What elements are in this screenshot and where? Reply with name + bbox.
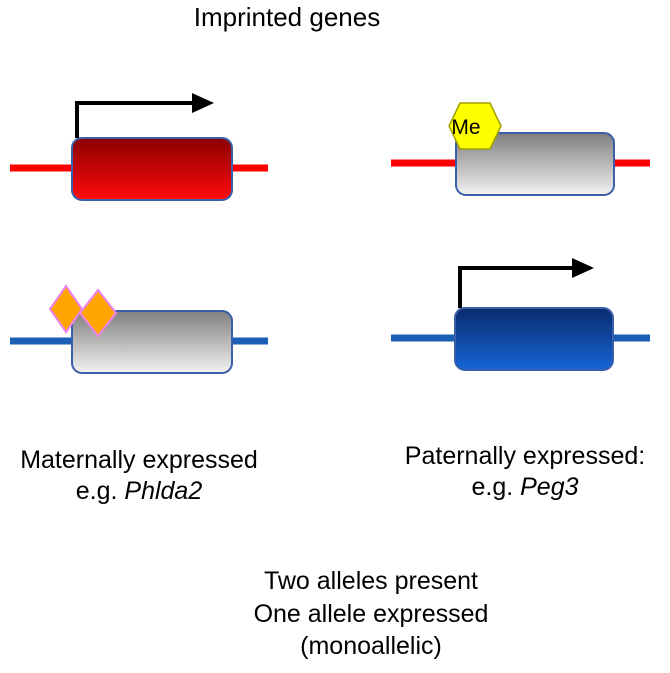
maternal-gene-name: Phlda2 [124, 476, 203, 505]
example-prefix: e.g. [471, 472, 521, 501]
summary-text: Two alleles present One allele expressed… [210, 565, 532, 663]
imprint-diamond-icon [78, 288, 118, 338]
active-gene-box [454, 307, 614, 371]
paternal-allele-silenced [10, 284, 268, 374]
transcription-arrow-head [572, 258, 594, 278]
summary-line: One allele expressed [253, 599, 489, 628]
maternal-example: e.g. Phlda2 [0, 476, 278, 507]
paternal-gene-name: Peg3 [520, 472, 579, 501]
methyl-hexagon-icon [448, 102, 502, 150]
maternal-caption: Maternally expressed e.g. Phlda2 [0, 445, 278, 506]
methyl-label: Me [451, 116, 480, 139]
silenced-gene-box [455, 132, 615, 196]
paternal-example: e.g. Peg3 [380, 472, 670, 503]
maternal-caption-line1: Maternally expressed [20, 446, 258, 474]
transcription-arrow-head [192, 93, 214, 113]
active-gene-box [71, 137, 233, 201]
maternal-allele-expressed [10, 93, 268, 201]
imprint-diamond-icon [48, 284, 84, 334]
transcription-arrow [458, 266, 583, 308]
transcription-arrow [75, 101, 203, 138]
paternal-caption-line1: Paternally expressed: [404, 442, 646, 470]
summary-line: Two alleles present [263, 567, 478, 595]
summary-line: (monoallelic) [300, 632, 442, 660]
paternal-caption: Paternally expressed: e.g. Peg3 [380, 441, 670, 502]
silenced-gene-box [71, 310, 233, 374]
maternal-allele-silenced: Me [391, 102, 650, 196]
paternal-allele-expressed [391, 258, 650, 371]
diagram-title: Imprinted genes [193, 2, 381, 32]
example-prefix: e.g. [75, 476, 125, 505]
